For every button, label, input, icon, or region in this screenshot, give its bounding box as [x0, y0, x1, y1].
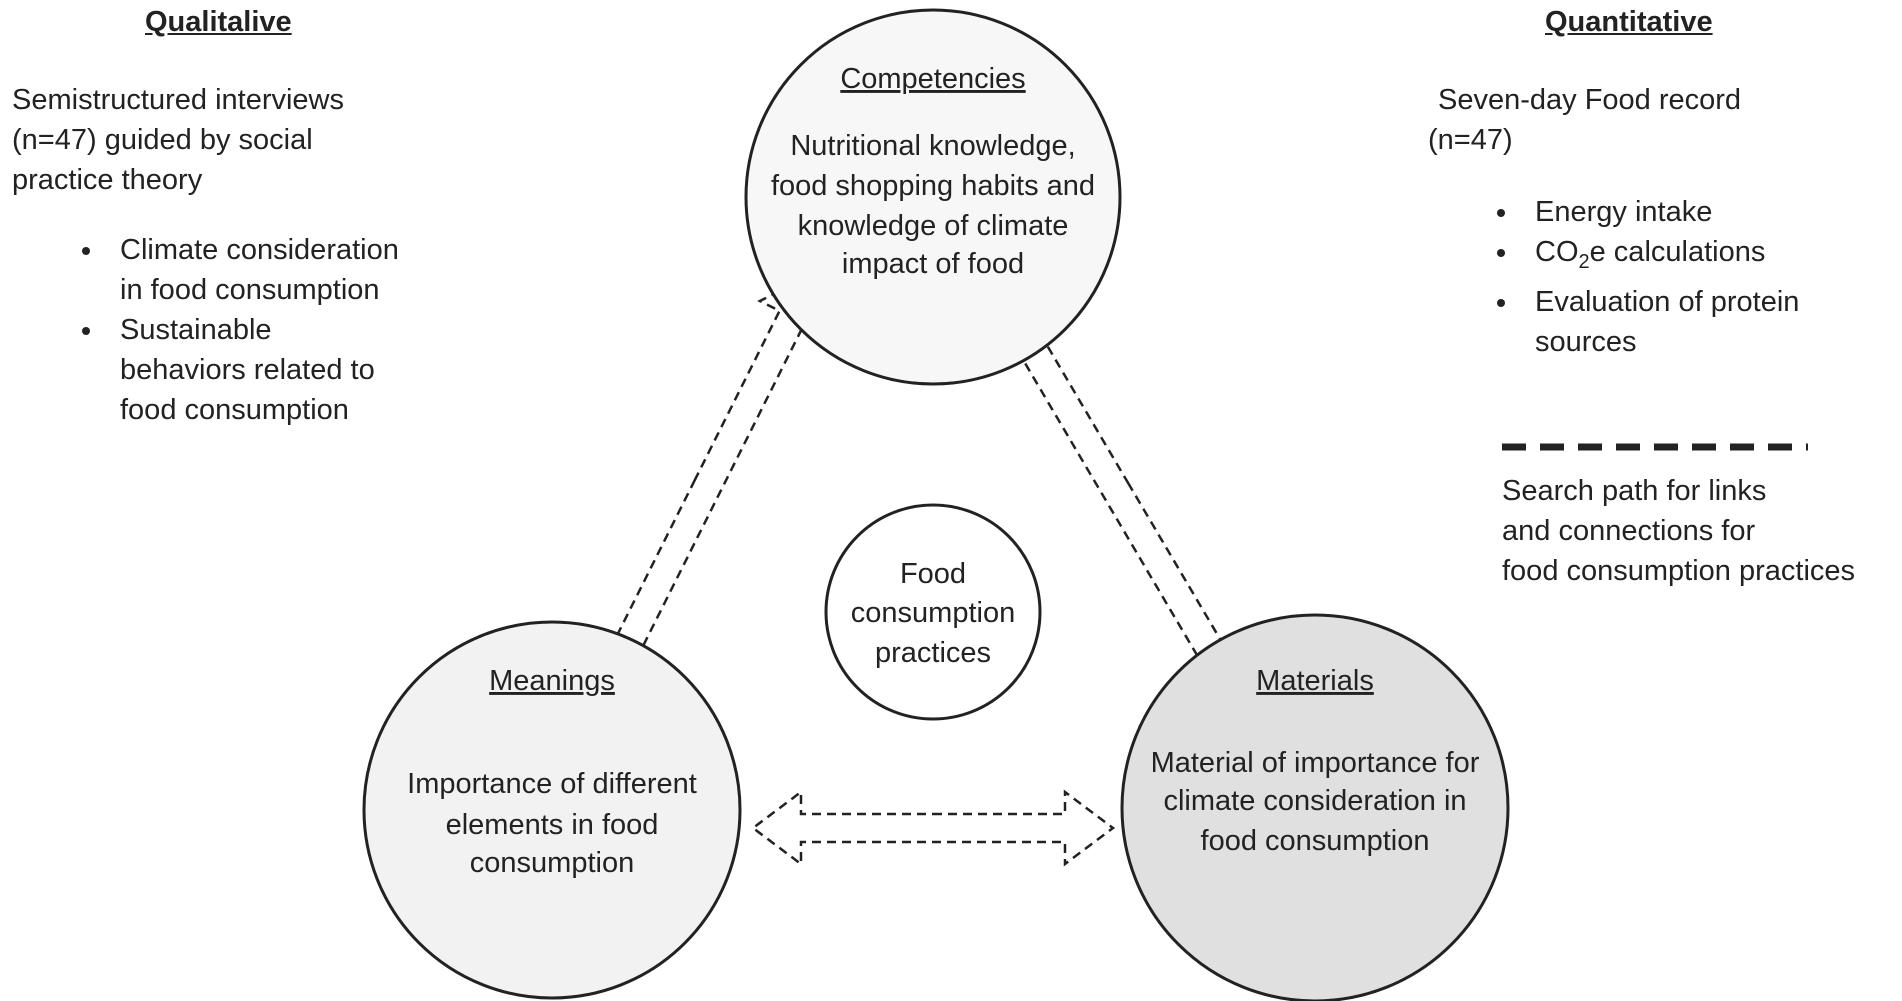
- center-circle: [824, 503, 1042, 721]
- list-item: Evaluation of protein sources: [1496, 282, 1800, 362]
- double-arrow-icon: [588, 272, 826, 702]
- bullet-line: Sustainable: [120, 314, 272, 346]
- double-arrow-icon: [987, 283, 1245, 697]
- qualitative-intro: Semistructured interviews (n=47) guided …: [12, 80, 344, 200]
- arrow-competencies-materials: [987, 283, 1245, 697]
- meanings-line: consumption: [470, 847, 634, 879]
- double-arrow-icon: [750, 789, 1116, 867]
- arrow-meanings-competencies: [588, 272, 826, 702]
- bullet-line: sources: [1535, 325, 1637, 358]
- co2-line: CO2e calculations: [1535, 232, 1799, 282]
- competencies-line: food shopping habits and: [771, 170, 1095, 202]
- competencies-line: knowledge of climate: [798, 210, 1069, 242]
- legend-label: Search path for links and connections fo…: [1502, 471, 1855, 591]
- quantitative-intro: Seven-day Food record (n=47): [1428, 80, 1741, 160]
- quantitative-heading: Quantitative: [1545, 6, 1713, 38]
- bullet-line: food consumption: [120, 394, 349, 426]
- materials-title: Materials: [1256, 665, 1374, 697]
- list-item: Energy intake: [1496, 192, 1799, 232]
- list-item: Climate consideration in food consumptio…: [82, 230, 399, 310]
- competencies-circle: [744, 8, 1122, 386]
- qualitative-bullet-list: Climate consideration in food consumptio…: [82, 230, 399, 430]
- meanings-title: Meanings: [489, 665, 615, 697]
- competencies-title: Competencies: [840, 63, 1025, 95]
- center-line: Food: [900, 558, 966, 590]
- bullet-line: Evaluation of protein: [1535, 285, 1800, 318]
- quantitative-panel: Quantitative Seven-day Food record (n=47…: [1400, 0, 1900, 600]
- legend-line: food consumption practices: [1502, 555, 1856, 587]
- co2-subscript: 2: [1578, 250, 1590, 273]
- bullet-line: in food consumption: [120, 274, 380, 306]
- list-item: CO2e calculations: [1496, 232, 1799, 282]
- qualitative-intro-line: practice theory: [12, 164, 203, 196]
- center-line: consumption: [851, 597, 1015, 629]
- center-line: practices: [875, 637, 991, 669]
- arrow-meanings-materials: [750, 789, 1116, 867]
- materials-line: climate consideration in: [1163, 785, 1466, 817]
- meanings-line: Importance of different: [407, 768, 697, 800]
- list-item: Sustainable behaviors related to food co…: [82, 310, 399, 430]
- co2-suffix: e calculations: [1589, 236, 1766, 268]
- materials-line: food consumption: [1201, 825, 1430, 857]
- co2-prefix: CO: [1535, 236, 1579, 268]
- qualitative-heading: Qualitalive: [145, 6, 292, 38]
- quantitative-intro-line: (n=47): [1428, 124, 1513, 156]
- qualitative-intro-line: Semistructured interviews: [12, 84, 344, 116]
- legend-line: Search path for links: [1502, 475, 1767, 507]
- bullet-line: Climate consideration: [120, 234, 399, 266]
- materials-circle: [1120, 613, 1510, 1001]
- qualitative-intro-line: (n=47) guided by social: [12, 124, 313, 156]
- competencies-line: impact of food: [842, 248, 1024, 280]
- bullet-line: Energy intake: [1535, 196, 1713, 228]
- bullet-line: behaviors related to: [120, 354, 375, 386]
- quantitative-bullet-list: Energy intake CO2e calculations Evaluati…: [1496, 192, 1800, 362]
- materials-line: Material of importance for: [1151, 747, 1480, 779]
- competencies-line: Nutritional knowledge,: [790, 130, 1075, 162]
- quantitative-intro-line: Seven-day Food record: [1438, 84, 1742, 116]
- qualitative-panel: Qualitalive Semistructured interviews (n…: [0, 0, 560, 440]
- meanings-circle: [362, 620, 742, 1000]
- legend-line: and connections for: [1502, 515, 1756, 547]
- meanings-line: elements in food: [446, 809, 659, 841]
